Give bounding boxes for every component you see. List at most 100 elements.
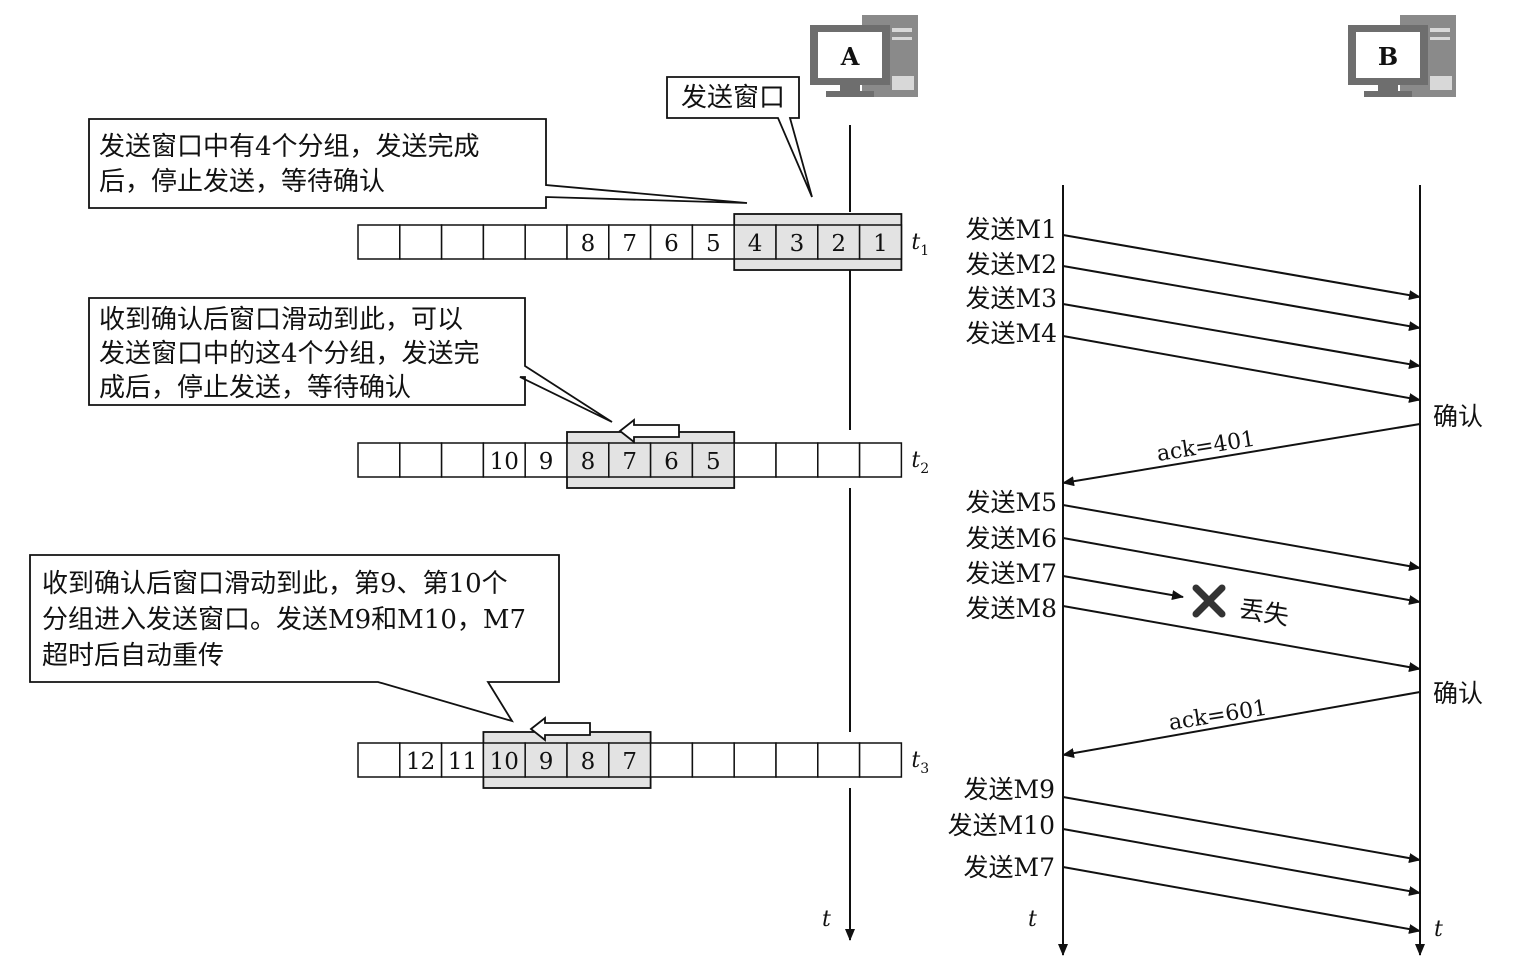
buffer-cell: [691, 224, 735, 260]
send-label-m6: 发送M6: [965, 524, 1057, 553]
buffer-cell: [608, 742, 652, 778]
send-label-m4: 发送M4: [965, 319, 1057, 348]
buffer-cell: [691, 742, 735, 778]
buffer-cell: [482, 224, 526, 260]
receiver-time-label: t: [1434, 917, 1443, 942]
packet-number: 2: [831, 231, 846, 257]
buffer-cell: [775, 224, 819, 260]
packet-number: 4: [748, 231, 763, 257]
packet-number: 8: [581, 231, 596, 257]
send-arrow-m9: [1062, 796, 1421, 864]
packet-number: 5: [706, 449, 721, 475]
buffer-cell: [817, 224, 861, 260]
t1-note-callout: 发送窗口中有4个分组，发送完成 后，停止发送，等待确认: [88, 118, 748, 209]
host-b-label: B: [1378, 42, 1398, 71]
packet-number: 7: [622, 449, 637, 475]
packet-number: 9: [539, 449, 554, 475]
buffer-cell: [649, 742, 694, 778]
buffer-cell: [524, 442, 568, 478]
buffer-cell: [691, 442, 735, 478]
t3-note-line-2: 分组进入发送窗口。发送M9和M10，M7: [42, 605, 526, 635]
packet-number: 11: [448, 749, 477, 775]
host-b-computer-icon: B: [1348, 15, 1456, 97]
buffer-cell: [858, 742, 903, 778]
buffer-cell: [357, 442, 401, 478]
send-window-callout-text: 发送窗口: [681, 83, 785, 113]
send-arrow-m2: [1062, 265, 1421, 332]
send-label-m3: 发送M3: [965, 284, 1057, 313]
buffer-cell: [608, 224, 652, 260]
ack-arrow-1: [1062, 423, 1421, 487]
packet-number: 12: [406, 749, 435, 775]
send-label-m7-retransmit: 发送M7: [963, 853, 1055, 882]
buffer-cell: [733, 742, 777, 778]
buffer-cell: [357, 742, 401, 778]
time-mark-label: t3: [911, 748, 929, 777]
send-arrow-m10: [1062, 828, 1421, 896]
send-arrow-m7-retransmit: [1062, 866, 1421, 934]
packet-number: 9: [539, 749, 554, 775]
send-arrow-m7-lost: [1062, 575, 1184, 601]
buffer-cell: [524, 742, 568, 778]
t2-note-line-1: 收到确认后窗口滑动到此，可以: [99, 305, 463, 335]
buffer-cell: [733, 224, 777, 260]
packet-number: 5: [706, 231, 721, 257]
buffer-cell: [649, 442, 694, 478]
send-label-m1: 发送M1: [965, 215, 1057, 244]
packet-number: 6: [664, 231, 679, 257]
buffer-cell: [566, 224, 610, 260]
confirm-label-1: 确认: [1433, 402, 1483, 431]
sender-time-label: t: [1028, 907, 1037, 932]
send-label-m7: 发送M7: [965, 559, 1057, 588]
send-arrow-m5: [1062, 504, 1421, 572]
buffer-cell: [399, 224, 443, 260]
lost-x-icon: [1192, 584, 1226, 618]
send-label-m5: 发送M5: [965, 488, 1057, 517]
send-arrow-m8: [1062, 605, 1421, 673]
packet-number: 6: [664, 449, 679, 475]
t2-slide-arrow-icon: [618, 418, 680, 444]
send-arrows-group-2: [1062, 504, 1421, 673]
send-window-callout: 发送窗口: [666, 76, 813, 198]
host-a-time-label: t: [822, 907, 831, 932]
buffer-cell: [440, 224, 485, 260]
host-a-label: A: [840, 42, 860, 71]
t2-note-callout: 收到确认后窗口滑动到此，可以 发送窗口中的这4个分组，发送完 成后，停止发送，等…: [88, 297, 613, 423]
send-arrow-m4: [1062, 335, 1421, 403]
buffer-cell: [482, 442, 526, 478]
lost-label: 丢失: [1237, 594, 1291, 630]
t1-note-line-2: 后，停止发送，等待确认: [99, 167, 385, 197]
buffer-cell: [858, 224, 903, 260]
buffer-cell: [608, 442, 652, 478]
buffer-cell: [775, 442, 819, 478]
buffer-cell: [357, 224, 401, 260]
buffer-cell: [482, 742, 526, 778]
packet-number: 10: [490, 449, 519, 475]
buffer-cell: [817, 742, 861, 778]
send-arrows-group-1: [1062, 234, 1421, 403]
t1-note-line-1: 发送窗口中有4个分组，发送完成: [99, 132, 480, 162]
packet-number: 3: [790, 231, 805, 257]
send-label-m9: 发送M9: [963, 775, 1055, 804]
packet-number: 7: [622, 749, 637, 775]
t2-note-line-3: 成后，停止发送，等待确认: [99, 373, 411, 403]
buffer-cell: [858, 442, 903, 478]
buffer-cell: [775, 742, 819, 778]
t3-note-callout: 收到确认后窗口滑动到此，第9、第10个 分组进入发送窗口。发送M9和M10，M7…: [29, 554, 560, 723]
ack-label-2: ack=601: [1167, 696, 1269, 736]
send-arrow-m6: [1062, 537, 1421, 605]
packet-number: 10: [490, 749, 519, 775]
packet-number: 7: [622, 231, 637, 257]
buffer-cell: [817, 442, 861, 478]
host-a-computer-icon: A: [810, 15, 918, 97]
t3-note-line-1: 收到确认后窗口滑动到此，第9、第10个: [42, 569, 508, 599]
send-label-m10: 发送M10: [948, 811, 1055, 840]
buffer-cell: [524, 224, 568, 260]
buffer-cell: [733, 442, 777, 478]
t2-note-line-2: 发送窗口中的这4个分组，发送完: [99, 339, 480, 369]
t3-slide-arrow-icon: [529, 716, 591, 742]
